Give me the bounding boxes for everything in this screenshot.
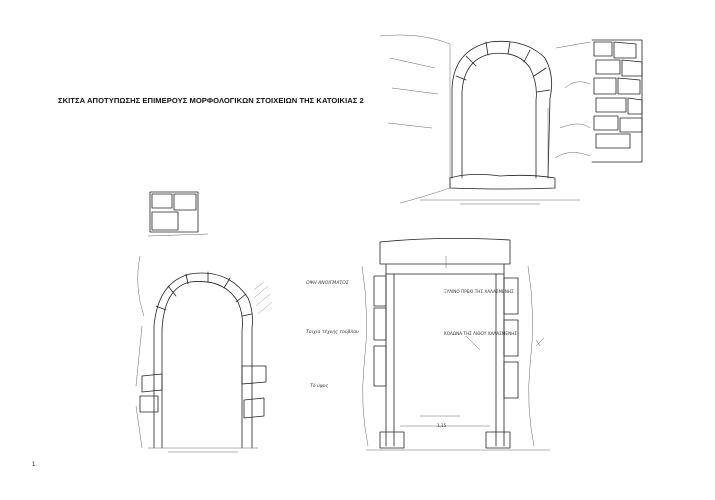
opening-label: ΟΨΗ ΑΝΟΙΓΜΑΤΟΣ <box>306 281 349 286</box>
lintel-note: ΞΥΛΙΝΟ ΠΡΕΚΙ ΤΗΣ ΧΑΛΑΣΜΕΝΗΣ <box>444 289 514 294</box>
wall-label: Τοιχίο τέχνης τούβλου <box>306 330 359 335</box>
width-dimension: 1,15 <box>437 423 447 428</box>
sheet-title: ΣΚΙΤΣΑ ΑΠΟΤΥΠΩΣΗΣ ΕΠΙΜΕΡΟΥΣ ΜΟΡΦΟΛΟΓΙΚΩΝ… <box>58 96 364 105</box>
stone-frame-note: ΚΟΛΩΝΑ ΤΗΣ ΛΙΘΟΥ ΧΑΛΑΣΜΕΝΗΣ <box>444 331 517 336</box>
arched-doorway-sketch-top <box>379 34 643 205</box>
rectangular-doorway-elevation <box>361 238 550 451</box>
arched-opening-sketch-left <box>135 191 273 453</box>
page-number: 1 <box>32 462 36 468</box>
ground-label: Τό ύψος <box>310 384 329 389</box>
